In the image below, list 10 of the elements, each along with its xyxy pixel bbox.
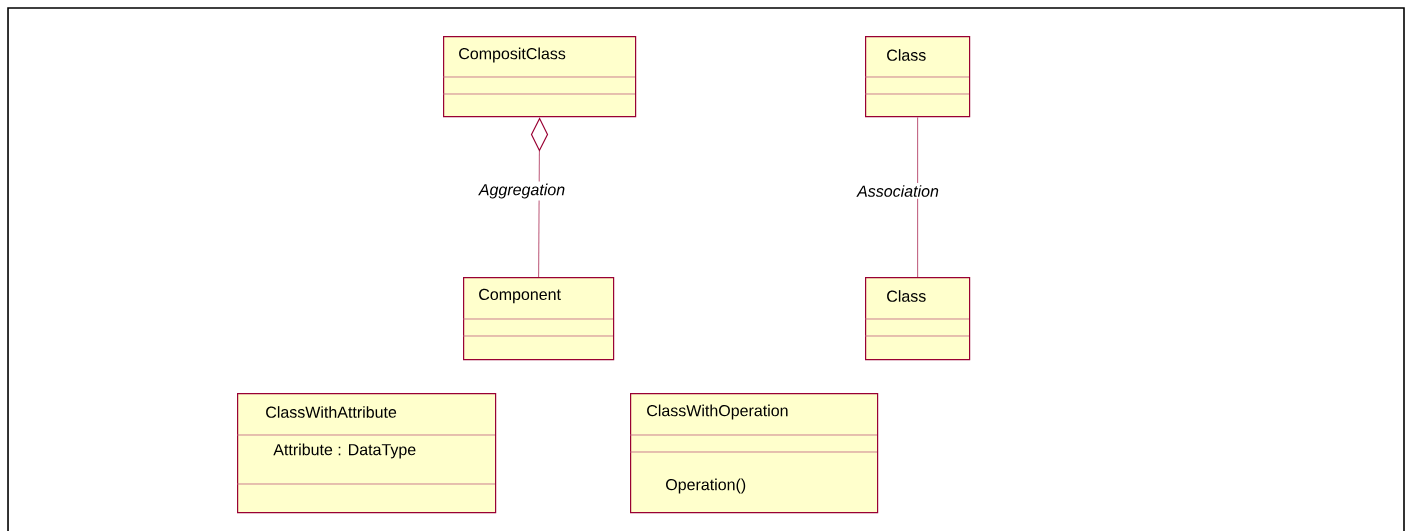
class-box: ClassWithAttribute Attribute : DataType — [236, 393, 497, 514]
connector — [917, 116, 919, 278]
class-box: Component — [462, 277, 615, 361]
class-box: Class — [864, 36, 971, 118]
edge-label: Association — [855, 183, 941, 199]
class-box: ClassWithOperation Operation() — [629, 393, 879, 514]
class-box: CompositClass — [442, 36, 637, 118]
connector — [530, 117, 549, 278]
class-box: Class — [864, 277, 971, 361]
edge-label: Aggregation — [476, 181, 568, 201]
